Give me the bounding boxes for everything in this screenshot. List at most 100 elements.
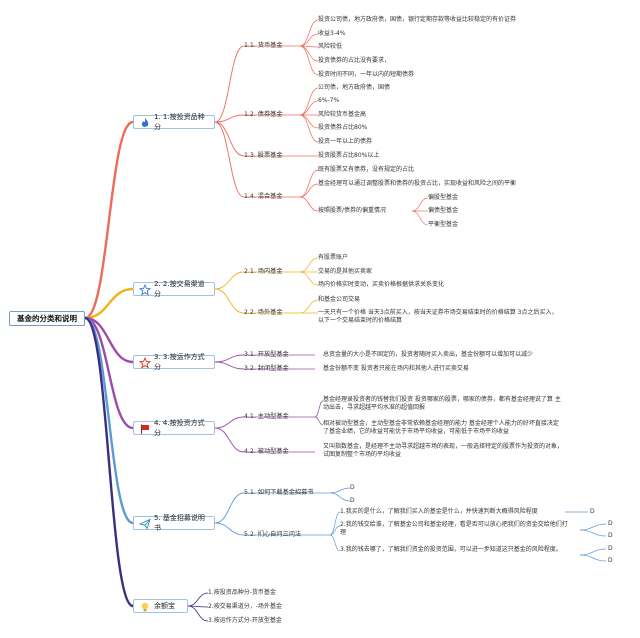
b5-leaf-link bbox=[329, 525, 341, 536]
b4-leaf-link bbox=[314, 416, 324, 426]
b2-场外基金[interactable]: 2.2. 场外基金 bbox=[244, 309, 283, 316]
b5-q3: 3.我的钱去哪了，了解我们资金的投资范围，可以进一步知道这只基金的风险程度。 bbox=[340, 546, 562, 553]
branch-6-label: 余额宝 bbox=[154, 602, 175, 610]
star-outline-icon bbox=[139, 284, 151, 296]
b4-被动型基金[interactable]: 4.2. 被动型基金 bbox=[244, 448, 289, 455]
b2-s2-item: 和基金公司交易 bbox=[318, 296, 361, 303]
branch-3-label: 3. 3.按运作方式分 bbox=[154, 353, 205, 371]
b4-s2-item: 又叫指数基金，是经理不主动寻求超越市场的表现，一般选择特定的股票作为投资的对象，… bbox=[323, 443, 564, 458]
b1-s1-item: 收益3-4% bbox=[318, 30, 346, 37]
b4-s1-item: 相对被动型基金，主动型基金非常依赖基金经理的能力 基金经理个人能力的好坏直接决定… bbox=[323, 420, 559, 435]
root-link-5 bbox=[84, 316, 134, 525]
b4-leaf-link bbox=[314, 400, 324, 418]
root-link-6 bbox=[84, 316, 134, 608]
b1-混合基金[interactable]: 1.4. 混合基金 bbox=[244, 193, 283, 200]
b6-link bbox=[187, 592, 209, 607]
root-link-2 bbox=[84, 287, 134, 320]
b5-leaf-link bbox=[329, 511, 341, 536]
b2-s2-item: 一天只有一个价格 当天3点前买入，按当天证券市场交易结束时的价格结算 3点之后买… bbox=[318, 309, 558, 324]
bulb-icon bbox=[141, 602, 149, 612]
root-link-4 bbox=[84, 316, 134, 430]
branch-4-label: 4. 4.按投资方式分 bbox=[154, 419, 205, 437]
b1-leaf-link bbox=[299, 169, 319, 198]
b1-link bbox=[214, 121, 245, 157]
b1-link bbox=[214, 121, 245, 198]
b1-s1-item: 风险较低 bbox=[318, 43, 343, 50]
branch-3-node[interactable]: 3. 3.按运作方式分 bbox=[133, 353, 215, 371]
b5-tail-link bbox=[579, 554, 607, 562]
b3-封闭型基金[interactable]: 3.2. 封闭型基金 bbox=[244, 365, 289, 372]
b1-股票基金[interactable]: 1.3. 股票基金 bbox=[244, 152, 283, 159]
b1-s2-item: 6%-7% bbox=[318, 97, 340, 104]
b5-q3-tail: D bbox=[608, 545, 613, 552]
b5-leaf-link bbox=[329, 492, 351, 502]
b1-leaf-link bbox=[411, 210, 429, 226]
branch-4-node[interactable]: 4. 4.按投资方式分 bbox=[133, 419, 215, 437]
b1-s2-item: 风险较货币基金高 bbox=[318, 111, 367, 118]
root-node[interactable]: 基金的分类和说明 bbox=[9, 311, 85, 326]
b1-s4-sub: 偏债型基金 bbox=[428, 207, 459, 214]
b1-s2-item: 公司债，地方政府债，国债 bbox=[318, 84, 391, 91]
b5-如何下载基金招募书[interactable]: 5.1. 如何下载基金招募书 bbox=[244, 489, 314, 496]
b2-s1-item: 交易的是其他买卖家 bbox=[318, 268, 373, 275]
b5-扪心自问三问法[interactable]: 5.2. 扪心自问三问法 bbox=[244, 531, 302, 538]
b3-s2-item: 基金份额不变 投资者只能在场内和其他人进行买卖交易 bbox=[323, 365, 469, 372]
b2-leaf-link bbox=[299, 299, 319, 314]
b2-s1-item: 场内价格实时变动，买卖价格根据供求关系变化 bbox=[318, 281, 445, 288]
b1-link bbox=[214, 45, 245, 123]
branch-5-label: 5. 基金招募说明书 bbox=[154, 514, 205, 532]
send-icon bbox=[139, 518, 151, 530]
branch-1-node[interactable]: 1. 1.按投资品种分 bbox=[133, 113, 215, 131]
b1-leaf-link bbox=[299, 114, 319, 143]
b5-leaf-link bbox=[329, 487, 351, 494]
b5-q1-tail: D bbox=[590, 508, 595, 515]
branch-5-node[interactable]: 5. 基金招募说明书 bbox=[133, 514, 215, 532]
b1-leaf-link bbox=[299, 87, 319, 116]
branch-2-node[interactable]: 2. 2.按交易渠道分 bbox=[133, 280, 215, 298]
b5-link bbox=[214, 492, 245, 524]
b4-s1-item: 基金经理录投资者的钱替我们投资 投资哪家的股票，哪家的债券，都有基金经理说了算 … bbox=[323, 396, 561, 411]
b6-item: 2.按交易渠道分，-场外基金 bbox=[208, 603, 282, 610]
b1-s1-item: 投资时间不同，一年以内的短期债券 bbox=[318, 71, 415, 78]
b6-item: 3.按运作方式分-开放型基金 bbox=[208, 617, 282, 624]
b1-s4-item: 既有股票又有债券，没有规定的占比 bbox=[318, 166, 415, 173]
b2-leaf-link bbox=[299, 257, 319, 273]
b1-s4-sub: 偏股型基金 bbox=[428, 194, 459, 201]
b4-link bbox=[214, 427, 245, 453]
branch-6-node[interactable]: 余额宝 bbox=[133, 599, 188, 613]
b1-债券基金[interactable]: 1.2. 债券基金 bbox=[244, 111, 283, 118]
flag-icon bbox=[141, 424, 149, 434]
b1-leaf-link bbox=[299, 45, 319, 76]
b5-q3-tail: D bbox=[608, 557, 613, 564]
b5-s1-item: D bbox=[350, 497, 355, 504]
b1-s2-item: 投资债券占比80% bbox=[318, 124, 368, 131]
b5-tail-link bbox=[579, 529, 607, 537]
b3-link bbox=[214, 354, 245, 363]
b1-s4-sub: 平衡型基金 bbox=[428, 221, 459, 228]
b2-link bbox=[214, 288, 245, 314]
b1-s4-item: 基金经理可以通过调整股票和债券的投资占比，实现收益和风险之间的平衡 bbox=[318, 180, 517, 187]
b2-场内基金[interactable]: 2.1. 场内基金 bbox=[244, 268, 283, 275]
b1-leaf-link bbox=[299, 33, 319, 47]
b1-leaf-link bbox=[299, 114, 319, 129]
b3-开放型基金[interactable]: 3.1. 开放型基金 bbox=[244, 351, 289, 358]
b4-link bbox=[214, 416, 245, 429]
root-link-3 bbox=[84, 316, 134, 364]
b1-leaf-link bbox=[299, 100, 319, 116]
b1-货币基金[interactable]: 1.1. 货币基金 bbox=[244, 42, 283, 49]
star-red-icon bbox=[139, 357, 151, 369]
b1-leaf-link bbox=[299, 183, 319, 198]
b3-s1-item: 总资金量的大小是不固定的，投资者随时买入卖出，基金份额可以增加可以减少 bbox=[323, 351, 534, 358]
b4-主动型基金[interactable]: 4.1. 主动型基金 bbox=[244, 413, 289, 420]
b1-link bbox=[214, 114, 245, 123]
b5-tail-link bbox=[579, 523, 607, 531]
fire-icon bbox=[141, 118, 149, 127]
b1-s4-item: 按照股票/债券的偏重情况 bbox=[318, 207, 387, 214]
b5-s1-item: D bbox=[350, 484, 355, 491]
branch-2-label: 2. 2.按交易渠道分 bbox=[154, 280, 205, 298]
b1-leaf-link bbox=[299, 19, 319, 47]
b2-link bbox=[214, 271, 245, 290]
b1-leaf-link bbox=[299, 196, 319, 212]
